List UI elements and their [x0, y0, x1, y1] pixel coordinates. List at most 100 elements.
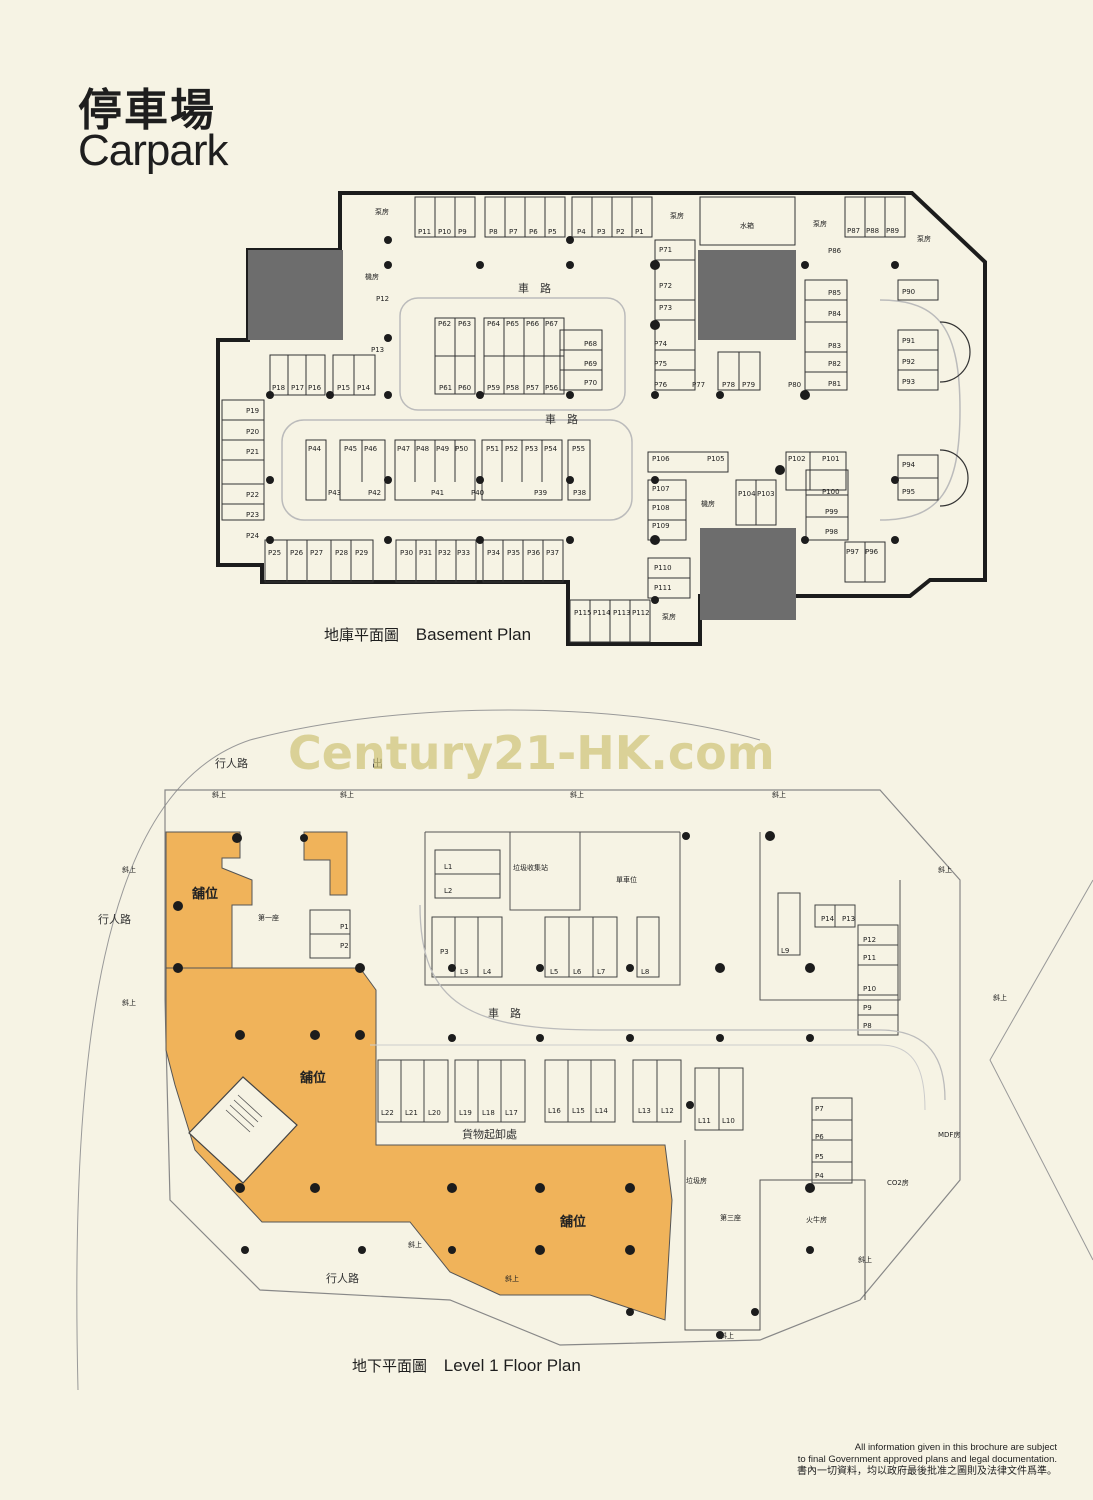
refuse-station-label: 垃圾收集站 [513, 863, 548, 872]
level1-car-stall-p2: P2 [340, 942, 349, 950]
level1-car-stall-p4: P4 [815, 1172, 824, 1180]
basement-pump-room-3: 泵房 [813, 219, 827, 228]
shop-label-center: 舖位 [300, 1070, 326, 1086]
basement-plan: 車 路 車 路 泵房 泵房 泵房 泵房 泵房 機房 機房 水箱 P1P2P3P4… [216, 191, 987, 646]
basement-road-label-center: 車 路 [545, 412, 578, 426]
basement-stall-p85: P85 [828, 289, 841, 297]
basement-caption-zh: 地庫平面圖 [324, 626, 400, 644]
disclaimer-zh: 書內一切資料，均以政府最後批准之圖則及法律文件爲準。 [797, 1466, 1057, 1477]
stair-pavilion-treads [225, 1094, 263, 1133]
basement-stall-p43: P43 [328, 489, 341, 497]
basement-stall-p37: P37 [546, 549, 559, 557]
basement-stall-p18: P18 [272, 384, 285, 392]
basement-stall-p88: P88 [866, 227, 879, 235]
ramp-label-1: 斜上 [212, 790, 226, 799]
basement-stall-p62: P62 [438, 320, 451, 328]
basement-caption: 地庫平面圖 Basement Plan [324, 624, 531, 645]
basement-stall-p34: P34 [487, 549, 501, 557]
basement-stall-p68: P68 [584, 340, 597, 348]
basement-stall-p59: P59 [487, 384, 500, 392]
ramp-label-9: 斜上 [720, 1331, 734, 1340]
exit-label: 出 [372, 756, 383, 770]
ramp-label-11: 斜上 [993, 993, 1007, 1002]
level1-driveway [419, 904, 946, 1101]
basement-stall-p30: P30 [400, 549, 413, 557]
basement-stall-p98: P98 [825, 528, 838, 536]
basement-stall-labels: P1P2P3P4P5P6P7P8P9P10P11P12P13P14P15P16P… [246, 227, 916, 617]
basement-stall-p12: P12 [376, 295, 389, 303]
site-boundary-east [989, 879, 1093, 1261]
basement-stall-p71: P71 [659, 246, 672, 254]
basement-stall-p32: P32 [438, 549, 451, 557]
basement-stall-p77: P77 [692, 381, 705, 389]
basement-stall-p47: P47 [397, 445, 410, 453]
level1-car-stall-p9: P9 [863, 1004, 872, 1012]
shop-area-corner[interactable] [303, 831, 348, 896]
driveway-loop-south [281, 419, 633, 521]
stall-row-west-south [221, 354, 651, 643]
basement-stall-p58: P58 [506, 384, 519, 392]
basement-stall-p7: P7 [509, 228, 518, 236]
basement-stall-p100: P100 [822, 488, 840, 496]
disclaimer-en-1: All information given in this brochure a… [854, 1442, 1057, 1453]
basement-pump-room-1: 泵房 [375, 207, 389, 216]
co2-room-label: CO2房 [887, 1178, 909, 1187]
level1-car-stall-p5: P5 [815, 1153, 824, 1161]
level1-car-stall-p3: P3 [440, 948, 449, 956]
basement-stall-p22: P22 [246, 491, 259, 499]
driveway-ramp-semicircle-2 [939, 449, 969, 507]
basement-stall-p23: P23 [246, 511, 259, 519]
basement-stall-p39: P39 [534, 489, 547, 497]
basement-stall-p41: P41 [431, 489, 444, 497]
basement-stall-p6: P6 [529, 228, 538, 236]
level1-plan: 舖位 舖位 舖位 車 路 行人路 行人路 行人路 出 斜上 斜上 斜上 斜上 斜… [76, 709, 1093, 1390]
basement-stall-p26: P26 [290, 549, 304, 557]
basement-stall-p63: P63 [458, 320, 471, 328]
level1-lorry-stall-l20: L20 [428, 1109, 441, 1117]
ramp-label-6: 斜上 [122, 998, 136, 1007]
core-block-3 [700, 528, 796, 620]
basement-pump-room-4: 泵房 [917, 234, 931, 243]
basement-caption-en: Basement Plan [415, 625, 532, 644]
ramp-label-8: 斜上 [505, 1274, 519, 1283]
ramp-label-10: 斜上 [858, 1255, 872, 1264]
title-english: Carpark [78, 126, 228, 175]
basement-road-label-north: 車 路 [518, 281, 551, 295]
bike-parking-label: 單車位 [616, 875, 637, 884]
basement-pump-room-5: 泵房 [662, 612, 676, 621]
site-boundary-arc [76, 709, 761, 1390]
driveway-loop-north [399, 297, 626, 411]
basement-stall-p19: P19 [246, 407, 259, 415]
basement-stall-p31: P31 [419, 549, 432, 557]
shop-area-main[interactable] [165, 967, 673, 1321]
basement-stall-p20: P20 [246, 428, 259, 436]
basement-stall-p61: P61 [439, 384, 452, 392]
level1-caption: 地下平面圖 Level 1 Floor Plan [352, 1355, 581, 1376]
stall-island-center [305, 317, 603, 501]
driveway-ramp-semicircle-1 [939, 321, 971, 383]
level1-internal-walls [424, 831, 901, 1331]
basement-stall-p50: P50 [455, 445, 468, 453]
walkway-label-west: 行人路 [98, 913, 131, 926]
basement-stall-p53: P53 [525, 445, 538, 453]
basement-stall-p46: P46 [364, 445, 378, 453]
basement-stall-p107: P107 [652, 485, 670, 493]
basement-stall-p38: P38 [573, 489, 586, 497]
basement-stall-p3: P3 [597, 228, 606, 236]
level1-lorry-stall-l19: L19 [459, 1109, 472, 1117]
core-block-1 [248, 250, 343, 340]
basement-stall-p79: P79 [742, 381, 755, 389]
level1-lorry-stall-l21: L21 [405, 1109, 418, 1117]
basement-stall-p95: P95 [902, 488, 915, 496]
level1-lorry-stall-l11: L11 [698, 1117, 711, 1125]
level1-car-stall-p11: P11 [863, 954, 876, 962]
basement-stall-p8: P8 [489, 228, 498, 236]
basement-stall-p115: P115 [574, 609, 592, 617]
basement-stall-p36: P36 [527, 549, 541, 557]
walkway-label-south: 行人路 [326, 1272, 359, 1285]
level1-lorry-stall-l2: L2 [444, 887, 452, 895]
basement-stall-p112: P112 [632, 609, 650, 617]
basement-stall-p17: P17 [291, 384, 304, 392]
level1-car-stall-p7: P7 [815, 1105, 824, 1113]
